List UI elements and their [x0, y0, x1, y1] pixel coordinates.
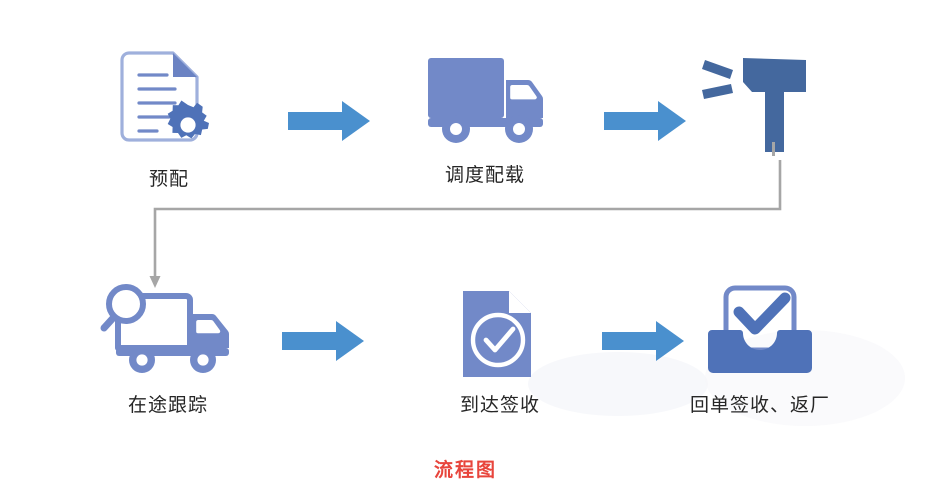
inbox-check-icon — [706, 284, 814, 380]
node-barcode-scan[interactable] — [692, 48, 822, 166]
node-label-dispatch-loading: 调度配载 — [444, 165, 525, 186]
document-gear-icon — [117, 48, 221, 154]
node-label-arrival-receipt: 到达签收 — [459, 395, 540, 416]
node-in-transit-tracking[interactable]: 在途跟踪 — [88, 284, 248, 417]
node-label-receipt-return: 回单签收、返厂 — [689, 395, 830, 416]
arrow-arrival-to-return — [602, 320, 686, 362]
truck-icon — [424, 50, 546, 150]
node-dispatch-loading[interactable]: 调度配载 — [410, 50, 560, 187]
truck-magnifier-icon — [100, 284, 236, 380]
node-label-in-transit-tracking: 在途跟踪 — [127, 395, 208, 416]
arrow-pre-allocation-to-dispatch — [288, 100, 372, 142]
node-receipt-return[interactable]: 回单签收、返厂 — [660, 284, 860, 417]
node-arrival-receipt[interactable]: 到达签收 — [420, 288, 580, 417]
document-check-icon — [459, 288, 541, 380]
arrow-dispatch-to-scan — [604, 100, 688, 142]
barcode-scanner-gun-icon — [702, 48, 812, 164]
node-label-pre-allocation: 预配 — [148, 169, 189, 190]
diagram-caption: 流程图 — [433, 460, 497, 481]
node-pre-allocation[interactable]: 预配 — [104, 48, 234, 191]
arrow-tracking-to-arrival — [282, 320, 366, 362]
